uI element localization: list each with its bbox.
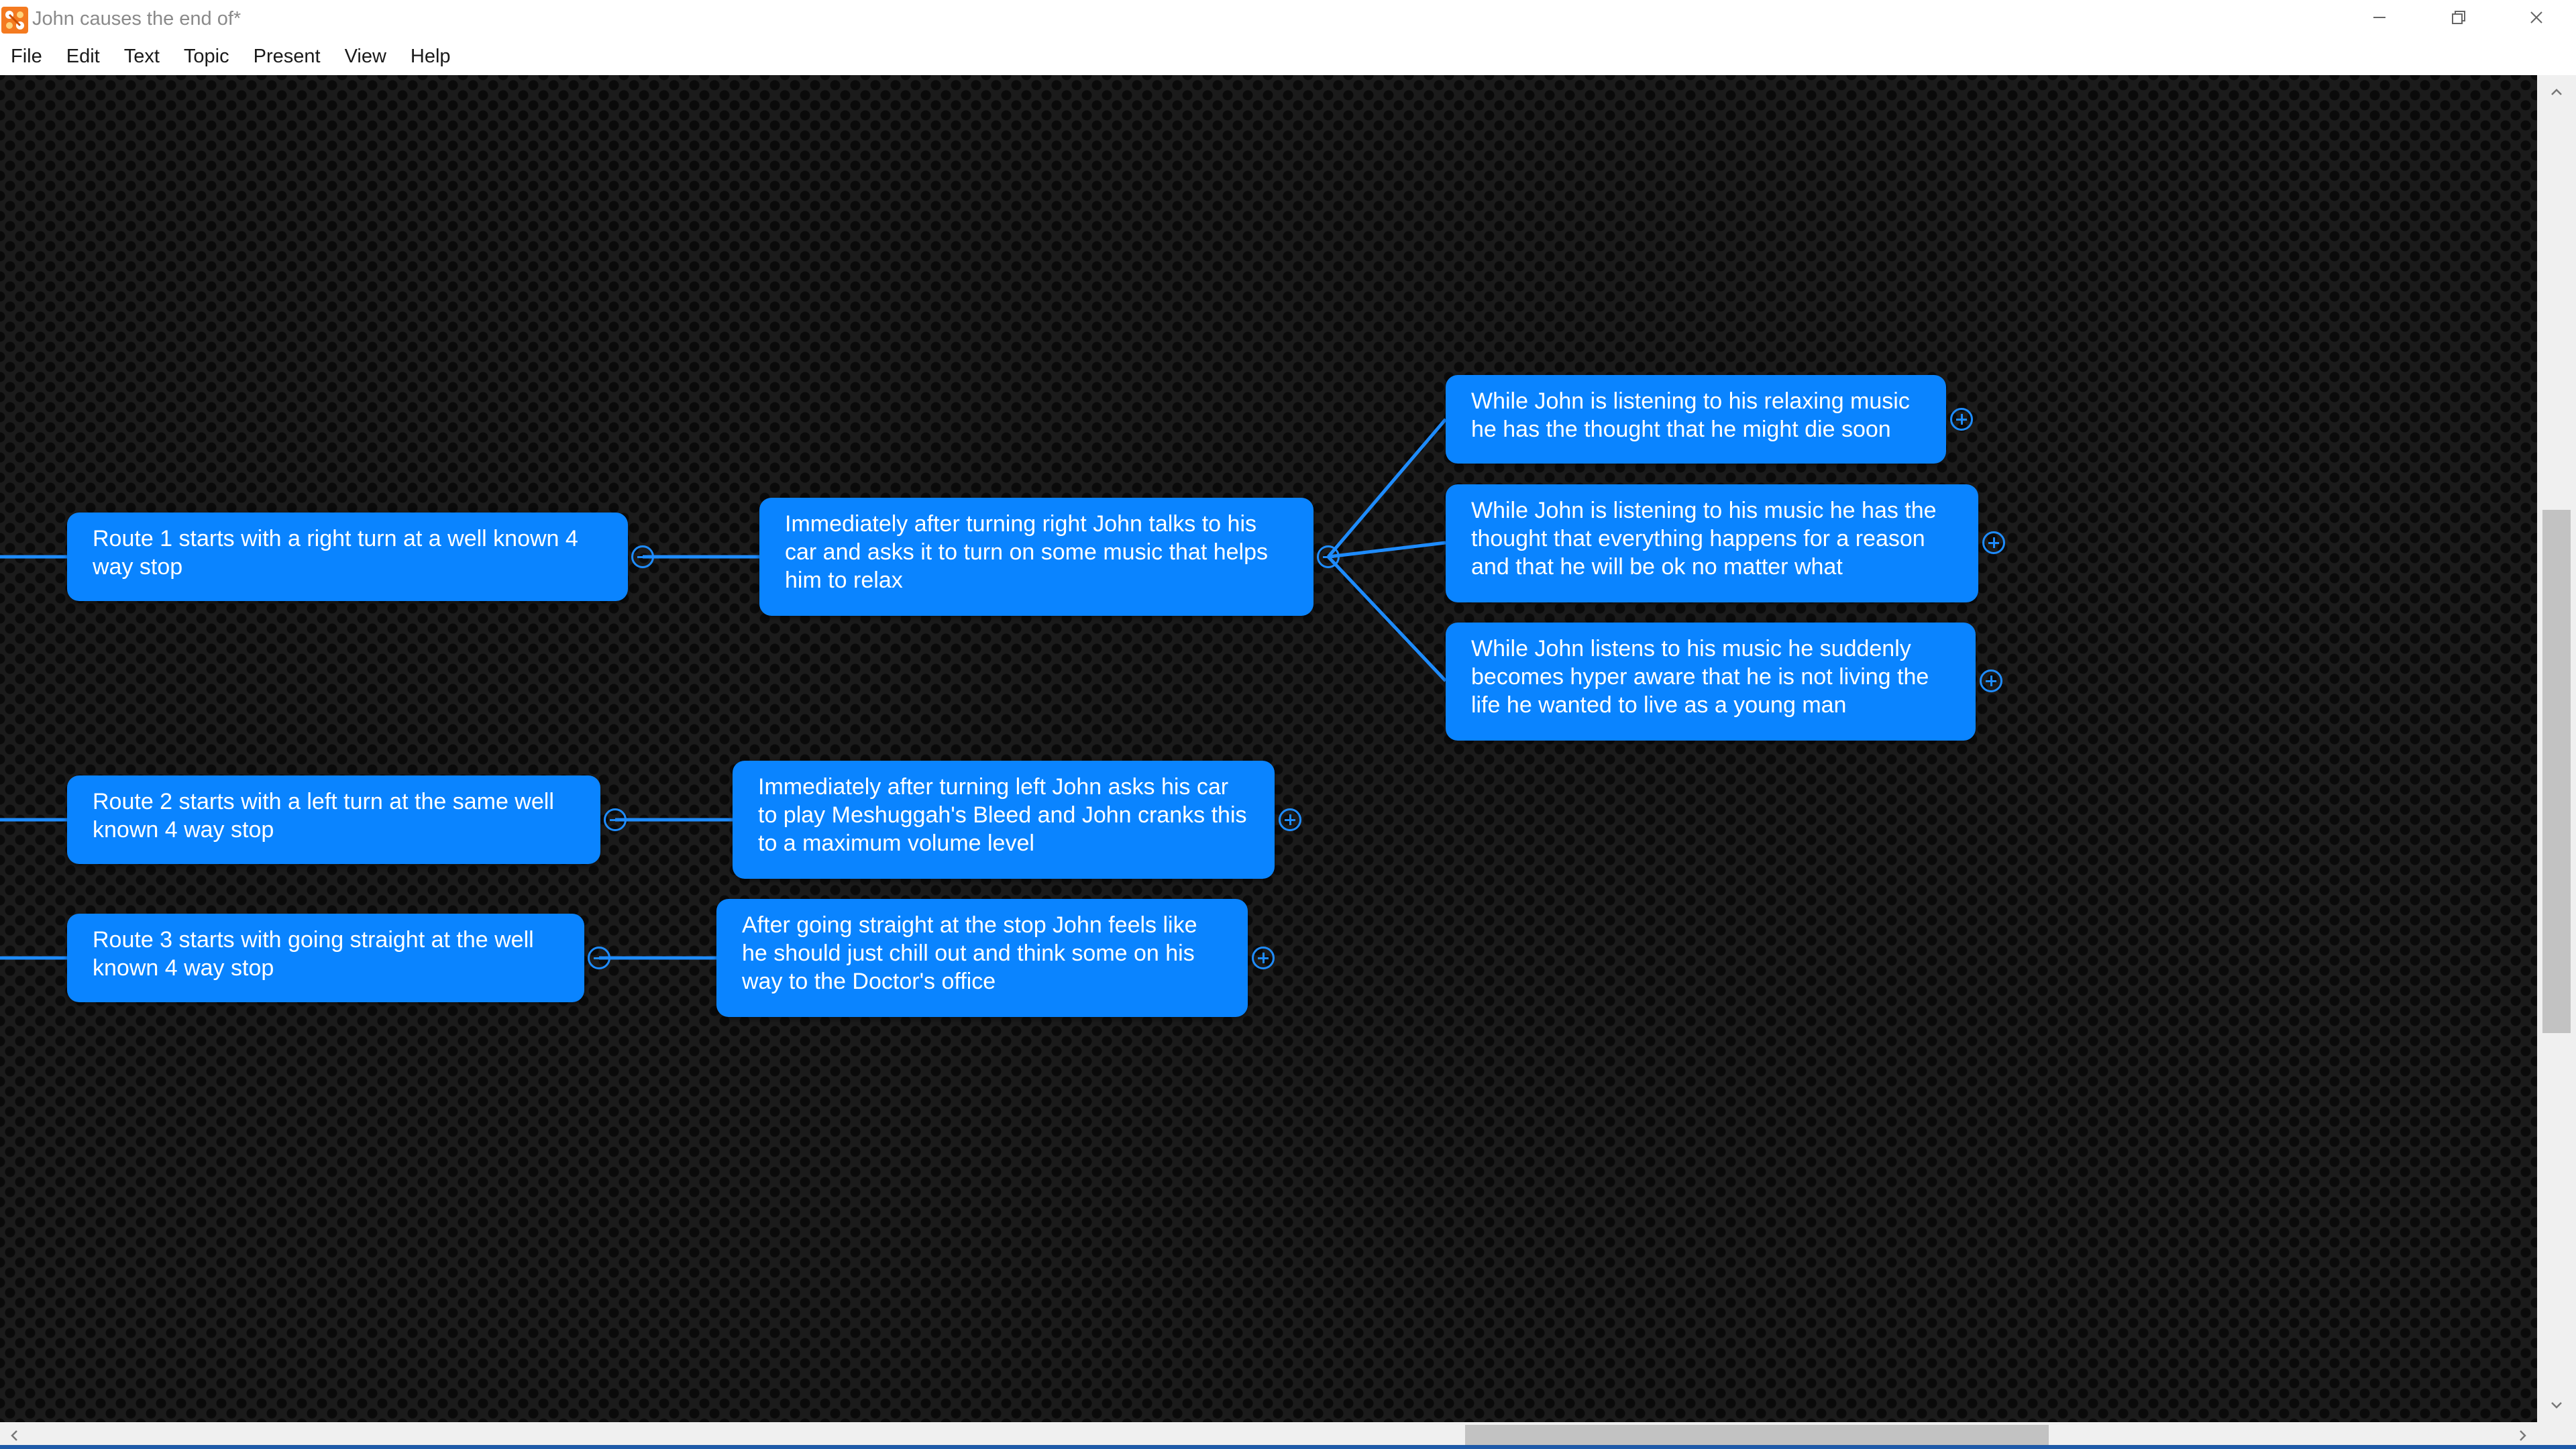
collapse-icon[interactable] bbox=[604, 808, 627, 831]
app-logo-icon bbox=[1, 7, 28, 34]
expand-icon[interactable] bbox=[1950, 408, 1973, 431]
minimize-button[interactable] bbox=[2340, 0, 2419, 38]
scroll-left-icon[interactable] bbox=[4, 1426, 24, 1446]
mindmap-canvas[interactable]: Route 1 starts with a right turn at a we… bbox=[0, 75, 2537, 1422]
expand-icon[interactable] bbox=[1252, 947, 1275, 969]
close-icon bbox=[2526, 7, 2546, 31]
menu-edit[interactable]: Edit bbox=[66, 45, 100, 67]
window-bottom-border bbox=[0, 1445, 2576, 1449]
topic-route-2[interactable]: Route 2 starts with a left turn at the s… bbox=[67, 775, 600, 864]
scroll-down-icon[interactable] bbox=[2546, 1395, 2567, 1415]
menu-view[interactable]: View bbox=[344, 45, 386, 67]
menu-topic[interactable]: Topic bbox=[183, 45, 229, 67]
topic-route-1-sub-die-soon[interactable]: While John is listening to his relaxing … bbox=[1446, 375, 1946, 464]
scroll-right-icon[interactable] bbox=[2513, 1426, 2533, 1446]
connector-lines bbox=[0, 418, 1447, 960]
horizontal-scrollbar[interactable] bbox=[0, 1422, 2537, 1449]
topic-route-3-straight[interactable]: After going straight at the stop John fe… bbox=[716, 899, 1248, 1017]
menu-file[interactable]: File bbox=[11, 45, 42, 67]
topic-route-1-right-turn[interactable]: Immediately after turning right John tal… bbox=[759, 498, 1313, 616]
topic-route-1-sub-young-man[interactable]: While John listens to his music he sudde… bbox=[1446, 623, 1976, 741]
menu-help[interactable]: Help bbox=[410, 45, 451, 67]
window-title: John causes the end of* bbox=[32, 8, 241, 30]
restore-button[interactable] bbox=[2419, 0, 2498, 38]
menu-bar: File Edit Text Topic Present View Help bbox=[0, 38, 2576, 75]
menu-text[interactable]: Text bbox=[123, 45, 160, 67]
menu-present[interactable]: Present bbox=[253, 45, 321, 67]
collapse-icon[interactable] bbox=[1317, 545, 1340, 568]
topic-route-2-left-turn[interactable]: Immediately after turning left John asks… bbox=[733, 761, 1275, 879]
expand-icon[interactable] bbox=[1980, 669, 2002, 692]
collapse-icon[interactable] bbox=[631, 545, 654, 568]
vertical-scrollbar[interactable] bbox=[2537, 75, 2576, 1422]
minimize-icon bbox=[2369, 7, 2390, 31]
topic-route-1[interactable]: Route 1 starts with a right turn at a we… bbox=[67, 513, 628, 601]
expand-icon[interactable] bbox=[1982, 531, 2005, 554]
close-button[interactable] bbox=[2497, 0, 2576, 38]
vertical-scroll-thumb[interactable] bbox=[2542, 510, 2571, 1033]
scroll-corner bbox=[2537, 1422, 2576, 1449]
title-bar: John causes the end of* bbox=[0, 0, 2576, 38]
horizontal-scroll-thumb[interactable] bbox=[1465, 1425, 2049, 1446]
expand-icon[interactable] bbox=[1279, 808, 1301, 831]
restore-icon bbox=[2449, 7, 2469, 31]
collapse-icon[interactable] bbox=[588, 947, 610, 969]
topic-route-1-sub-reason[interactable]: While John is listening to his music he … bbox=[1446, 484, 1978, 602]
topic-route-3[interactable]: Route 3 starts with going straight at th… bbox=[67, 914, 584, 1002]
scroll-up-icon[interactable] bbox=[2546, 82, 2567, 102]
